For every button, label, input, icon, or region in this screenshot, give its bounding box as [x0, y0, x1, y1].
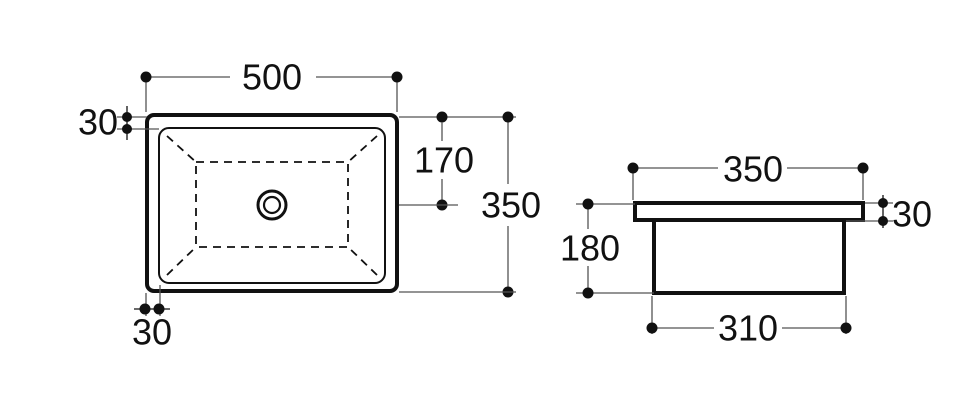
dim-label-30-side: 30: [892, 194, 932, 235]
top-view-outer-rect: [145, 113, 399, 293]
dim-dot: [646, 322, 658, 334]
dim-label-30-bottom: 30: [132, 312, 172, 353]
dim-side-view-rim-height: 30: [846, 194, 932, 235]
drain-outer-circle: [256, 189, 288, 221]
dim-dot: [122, 124, 132, 134]
dim-top-view-depth: 350: [399, 111, 541, 298]
dim-label-30-top: 30: [78, 102, 118, 143]
dim-side-view-base-width: 310: [646, 296, 852, 349]
side-view-body-rect: [652, 218, 846, 295]
dim-dot: [436, 111, 448, 123]
dim-label-500: 500: [242, 57, 302, 98]
dim-dot: [153, 303, 165, 315]
drain-inner-circle: [262, 195, 282, 215]
dim-top-view-width: 500: [140, 57, 403, 112]
top-view-slope-diagonal-br: [346, 245, 378, 276]
top-view-inner-rect: [158, 127, 386, 284]
dim-top-view-drain-offset: 170: [399, 111, 516, 211]
dim-dot: [857, 162, 869, 174]
dim-dot: [140, 71, 152, 83]
dim-dot: [878, 198, 888, 208]
dim-label-310: 310: [718, 308, 778, 349]
dim-dot: [582, 287, 594, 299]
dim-label-350-right: 350: [723, 149, 783, 190]
top-view-slope-diagonal-tl: [166, 135, 198, 164]
dim-dot: [840, 322, 852, 334]
basin-top-view: [145, 113, 399, 293]
top-view-basin-bottom-dashed-rect: [195, 161, 349, 248]
dim-top-view-rim-top: 30: [78, 102, 159, 143]
dim-label-180: 180: [560, 228, 620, 269]
dim-dot: [122, 112, 132, 122]
basin-side-view: [633, 201, 865, 295]
dim-label-350-left: 350: [481, 185, 541, 226]
dim-side-view-top-width: 350: [627, 149, 869, 200]
side-view-rim-rect: [633, 201, 865, 222]
dim-dot: [391, 71, 403, 83]
dim-top-view-rim-bottom: 30: [132, 285, 172, 353]
dim-dot: [878, 216, 888, 226]
top-view-slope-diagonal-tr: [346, 135, 378, 164]
dim-dot: [627, 162, 639, 174]
dim-dot: [139, 303, 151, 315]
dim-dot: [502, 111, 514, 123]
dim-dot: [582, 198, 594, 210]
dim-label-170: 170: [414, 140, 474, 181]
dim-side-view-height: 180: [560, 198, 654, 299]
top-view-slope-diagonal-bl: [166, 245, 198, 276]
